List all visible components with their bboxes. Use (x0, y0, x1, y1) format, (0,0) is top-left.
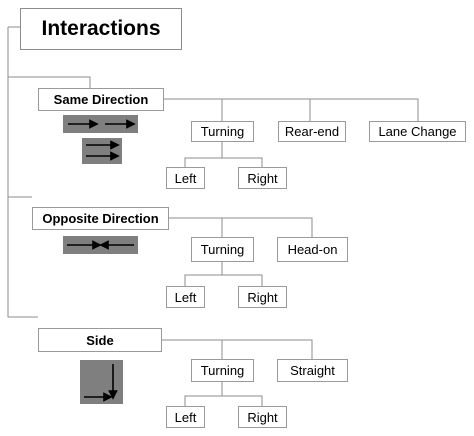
side-turning-node: Turning (191, 359, 254, 382)
arrows-same-direction-icon (63, 115, 138, 133)
opposite-direction-branch (169, 217, 313, 286)
arrows-parallel-icon (82, 138, 122, 164)
root-node: Interactions (20, 8, 182, 50)
side-label: Side (86, 332, 114, 348)
opposite-direction-left-node: Left (166, 286, 205, 308)
same-direction-node: Same Direction (38, 88, 164, 111)
same-direction-turning-node: Turning (191, 121, 254, 142)
straight-label: Straight (290, 363, 335, 378)
side-branch (162, 339, 313, 406)
opposite-direction-label: Opposite Direction (42, 211, 159, 226)
lane-change-node: Lane Change (369, 121, 466, 142)
root-label: Interactions (41, 17, 161, 40)
opposite-direction-right-node: Right (238, 286, 287, 308)
lane-change-label: Lane Change (378, 124, 457, 139)
opposite-direction-right-label: Right (247, 289, 278, 305)
side-left-node: Left (166, 406, 205, 428)
side-left-label: Left (174, 409, 197, 425)
same-direction-right-label: Right (247, 170, 278, 186)
opposite-direction-turning-label: Turning (200, 242, 245, 257)
head-on-node: Head-on (277, 237, 348, 262)
straight-node: Straight (277, 359, 348, 382)
rear-end-label: Rear-end (284, 124, 340, 139)
head-on-label: Head-on (287, 242, 338, 257)
side-right-node: Right (238, 406, 287, 428)
side-node: Side (38, 328, 162, 352)
same-direction-left-node: Left (166, 167, 205, 189)
same-direction-left-label: Left (174, 170, 197, 186)
side-right-label: Right (247, 409, 278, 425)
arrows-opposite-direction-icon (63, 236, 138, 254)
opposite-direction-turning-node: Turning (191, 237, 254, 262)
same-direction-branch (164, 98, 419, 167)
opposite-direction-node: Opposite Direction (32, 207, 169, 230)
arrows-perpendicular-icon (80, 360, 123, 404)
rear-end-node: Rear-end (278, 121, 346, 142)
opposite-direction-left-label: Left (174, 289, 197, 305)
same-direction-label: Same Direction (53, 92, 149, 107)
side-turning-label: Turning (200, 363, 245, 378)
spine-line (7, 26, 91, 318)
same-direction-right-node: Right (238, 167, 287, 189)
same-direction-turning-label: Turning (200, 124, 245, 139)
